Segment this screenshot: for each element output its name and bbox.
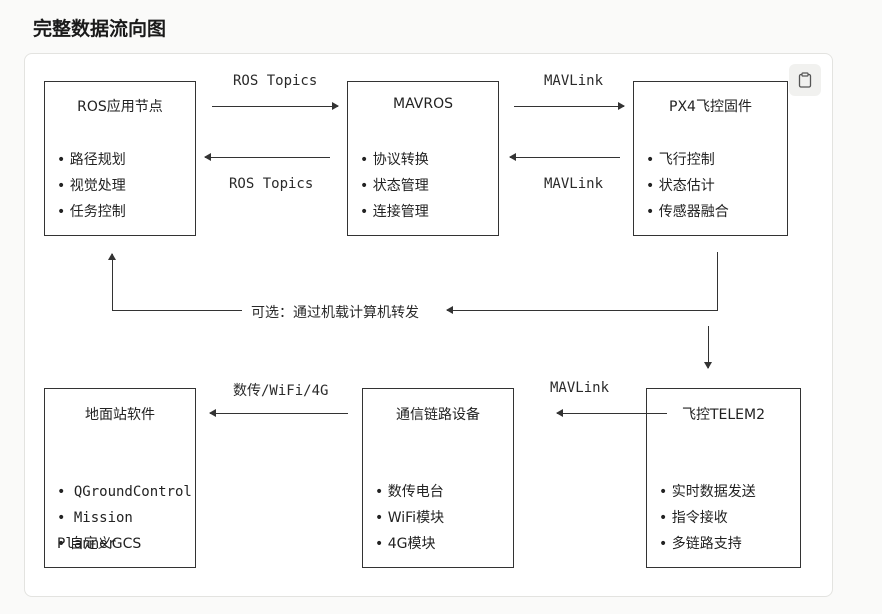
- edge-label-radio-wifi-4g: 数传/WiFi/4G: [233, 383, 329, 399]
- arrow-link-to-gcs: [209, 409, 348, 417]
- arrow-optional: [446, 306, 459, 314]
- list-item: 自定义GCS: [57, 531, 195, 557]
- arrow-ros-to-mavros: [212, 102, 339, 110]
- node-mavros: MAVROS 协议转换 状态管理 连接管理: [347, 81, 499, 236]
- arrow-px4-to-telem: [704, 326, 712, 369]
- node-mavros-label: MAVROS: [393, 96, 453, 112]
- clipboard-icon: [798, 72, 812, 88]
- connector-optional-left: [112, 310, 242, 311]
- list-item: 路径规划: [57, 147, 126, 173]
- list-item: 状态管理: [360, 173, 429, 199]
- list-item: 飞行控制: [646, 147, 729, 173]
- node-telem-label: 飞控TELEM2: [681, 407, 766, 423]
- edge-label-ros-topics-bottom: ROS Topics: [229, 176, 314, 192]
- copy-button[interactable]: [789, 64, 821, 96]
- list-item: QGroundControl: [57, 479, 195, 505]
- list-item: 任务控制: [57, 199, 126, 225]
- page-title: 完整数据流向图: [33, 18, 167, 40]
- arrow-optional-up: [108, 253, 116, 310]
- node-gcs-label: 地面站软件: [85, 407, 155, 423]
- arrow-mavros-to-px4: [514, 102, 625, 110]
- arrow-telem-to-link: [556, 409, 667, 417]
- list-item: WiFi模块: [375, 505, 444, 531]
- list-item: Mission Planner: [57, 505, 195, 552]
- edge-label-ros-topics-top: ROS Topics: [233, 73, 318, 89]
- list-item: 协议转换: [360, 147, 429, 173]
- edge-label-mavlink-top: MAVLink: [544, 73, 604, 89]
- list-item: 数传电台: [375, 479, 444, 505]
- edge-label-mavlink-bottom: MAVLink: [544, 176, 604, 192]
- list-item: 视觉处理: [57, 173, 126, 199]
- edge-label-optional: 可选：通过机载计算机转发: [251, 305, 419, 321]
- list-item: 状态估计: [646, 173, 729, 199]
- connector-optional-right: [456, 310, 718, 311]
- list-item: 连接管理: [360, 199, 429, 225]
- list-item: 4G模块: [375, 531, 444, 557]
- arrow-px4-to-mavros: [509, 153, 620, 161]
- node-px4: PX4飞控固件 飞行控制 状态估计 传感器融合: [633, 81, 788, 236]
- list-item: 传感器融合: [646, 199, 729, 225]
- node-ros-app: ROS应用节点 路径规划 视觉处理 任务控制: [44, 81, 196, 236]
- arrow-mavros-to-ros: [204, 153, 330, 161]
- list-item: 指令接收: [659, 505, 756, 531]
- edge-label-mavlink-telem: MAVLink: [550, 380, 610, 396]
- node-telem: 飞控TELEM2 实时数据发送 指令接收 多链路支持: [646, 388, 801, 568]
- node-link: 通信链路设备 数传电台 WiFi模块 4G模块: [362, 388, 514, 568]
- list-item: 实时数据发送: [659, 479, 756, 505]
- node-gcs: 地面站软件 QGroundControl Mission Planner 自定义…: [44, 388, 196, 568]
- node-ros-app-label: ROS应用节点: [77, 99, 163, 115]
- connector-px4-down: [717, 252, 718, 310]
- node-link-label: 通信链路设备: [396, 407, 480, 423]
- list-item: 多链路支持: [659, 531, 756, 557]
- node-px4-label: PX4飞控固件: [669, 99, 752, 115]
